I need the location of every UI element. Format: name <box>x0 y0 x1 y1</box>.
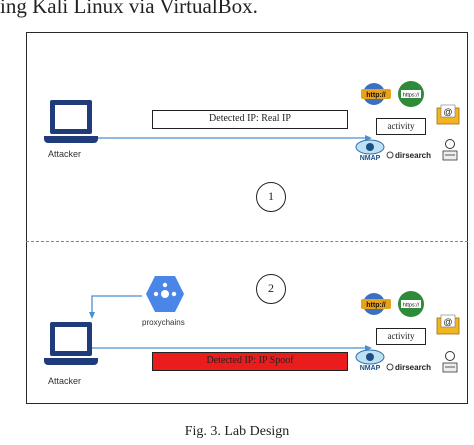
activity-box-1: activity <box>376 118 426 135</box>
recon-tool-icon <box>440 350 460 379</box>
proxychains-icon <box>145 274 185 319</box>
email-icon: @ <box>436 104 460 131</box>
https-icon: https:// <box>396 79 426 114</box>
section-divider <box>26 241 468 242</box>
step-1-circle: 1 <box>256 182 286 212</box>
arrow-proxy-head <box>89 312 95 319</box>
arrow-spoof-ip-head <box>365 345 372 351</box>
svg-text:dirsearch: dirsearch <box>395 151 431 160</box>
arrow-proxy-to-attacker <box>91 295 142 314</box>
activity-box-2: activity <box>376 328 426 345</box>
attacker-label: Attacker <box>48 376 82 386</box>
attacker-laptop-icon <box>44 100 98 144</box>
detected-ip-spoof-label: Detected IP: IP Spoof <box>206 355 294 366</box>
svg-text:@: @ <box>443 107 452 117</box>
figure-caption: Fig. 3. Lab Design <box>184 424 290 439</box>
detected-ip-real-label: Detected IP: Real IP <box>209 113 291 124</box>
dirsearch-icon: dirsearch <box>386 148 436 166</box>
step-2-circle: 2 <box>256 274 286 304</box>
recon-tool-icon <box>440 138 460 167</box>
svg-text:NMAP: NMAP <box>360 365 381 372</box>
http-icon: http:// <box>360 292 392 321</box>
https-icon: https:// <box>396 289 426 324</box>
detected-ip-real-box: Detected IP: Real IP <box>152 110 348 129</box>
nmap-eye-icon: NMAP <box>354 348 386 377</box>
svg-text:http://: http:// <box>366 302 385 309</box>
proxychains-label: proxychains <box>142 318 185 327</box>
nmap-eye-icon: NMAP <box>354 138 386 167</box>
attacker-laptop-icon <box>44 322 98 366</box>
svg-text:@: @ <box>443 317 452 327</box>
step-1-number: 1 <box>268 189 274 203</box>
step-2-number: 2 <box>268 281 274 295</box>
svg-text:https://: https:// <box>403 93 420 99</box>
dirsearch-icon: dirsearch <box>386 360 436 378</box>
svg-text:https://: https:// <box>403 303 420 309</box>
svg-text:NMAP: NMAP <box>360 155 381 162</box>
svg-text:dirsearch: dirsearch <box>395 363 431 372</box>
diagram-frame <box>26 32 468 404</box>
header-text-fragment: ing Kali Linux via VirtualBox. <box>0 0 258 18</box>
svg-text:http://: http:// <box>366 92 385 99</box>
activity-label-1: activity <box>387 121 415 131</box>
detected-ip-spoof-box: Detected IP: IP Spoof <box>152 352 348 371</box>
email-icon: @ <box>436 314 460 341</box>
http-icon: http:// <box>360 82 392 111</box>
arrow-real-ip-head <box>365 135 372 141</box>
attacker-label: Attacker <box>48 149 82 159</box>
activity-label-2: activity <box>387 331 415 341</box>
